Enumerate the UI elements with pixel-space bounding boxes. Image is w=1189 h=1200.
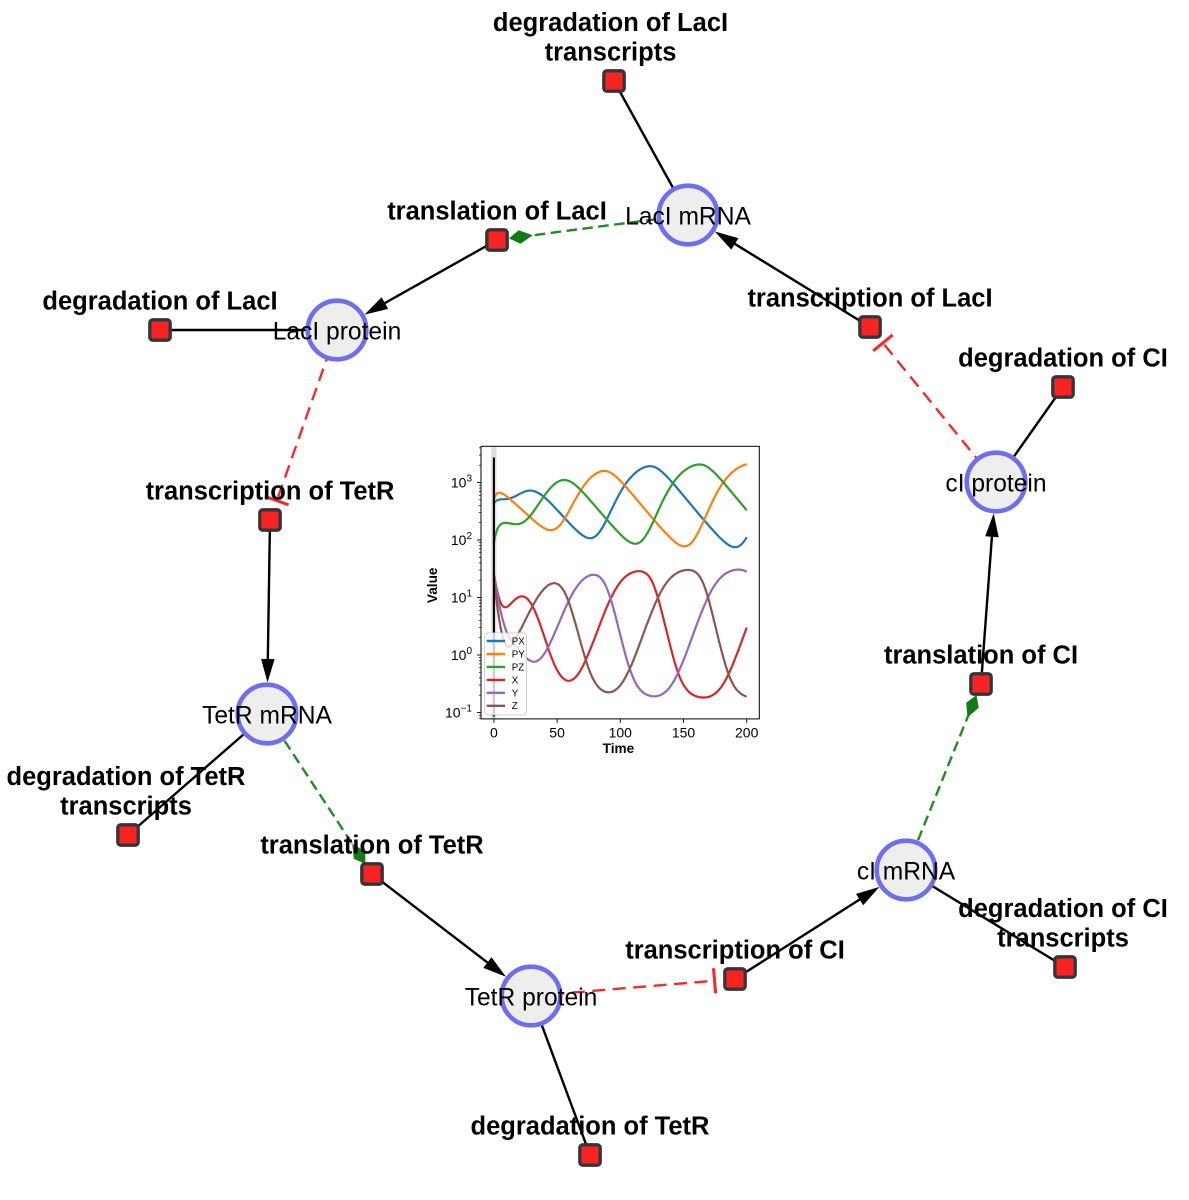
svg-text:degradation of LacI: degradation of LacI xyxy=(42,287,277,315)
svg-text:TetR mRNA: TetR mRNA xyxy=(202,703,332,730)
svg-text:transcription of TetR: transcription of TetR xyxy=(146,477,395,505)
svg-text:cI mRNA: cI mRNA xyxy=(857,859,956,886)
svg-text:degradation of TetR: degradation of TetR xyxy=(7,763,246,791)
svg-text:translation of LacI: translation of LacI xyxy=(387,197,607,225)
svg-text:degradation of CI: degradation of CI xyxy=(958,895,1168,923)
svg-text:PZ: PZ xyxy=(512,662,524,673)
svg-text:transcripts: transcripts xyxy=(60,792,192,820)
svg-text:Z: Z xyxy=(512,701,518,712)
svg-text:transcripts: transcripts xyxy=(997,924,1129,952)
svg-text:transcription of CI: transcription of CI xyxy=(625,936,845,964)
svg-text:cI protein: cI protein xyxy=(945,471,1046,498)
svg-text:150: 150 xyxy=(672,724,696,740)
svg-text:LacI mRNA: LacI mRNA xyxy=(625,204,751,231)
svg-text:degradation of LacI: degradation of LacI xyxy=(493,9,728,37)
svg-text:Time: Time xyxy=(603,741,635,756)
svg-text:50: 50 xyxy=(549,724,565,740)
svg-text:0: 0 xyxy=(490,724,498,740)
svg-text:PY: PY xyxy=(512,650,525,661)
svg-text:LacI protein: LacI protein xyxy=(273,319,402,346)
svg-text:transcripts: transcripts xyxy=(545,38,677,66)
svg-text:100: 100 xyxy=(609,724,633,740)
svg-text:degradation of CI: degradation of CI xyxy=(958,344,1168,372)
svg-text:translation of CI: translation of CI xyxy=(884,641,1078,669)
svg-text:TetR protein: TetR protein xyxy=(465,985,598,1012)
svg-text:translation of TetR: translation of TetR xyxy=(260,831,483,859)
svg-text:Value: Value xyxy=(425,567,440,603)
svg-text:Y: Y xyxy=(512,688,519,699)
svg-text:200: 200 xyxy=(735,724,759,740)
svg-text:transcription of LacI: transcription of LacI xyxy=(747,284,992,312)
svg-text:PX: PX xyxy=(512,637,525,648)
svg-text:degradation of TetR: degradation of TetR xyxy=(471,1112,710,1140)
svg-text:X: X xyxy=(512,675,519,686)
